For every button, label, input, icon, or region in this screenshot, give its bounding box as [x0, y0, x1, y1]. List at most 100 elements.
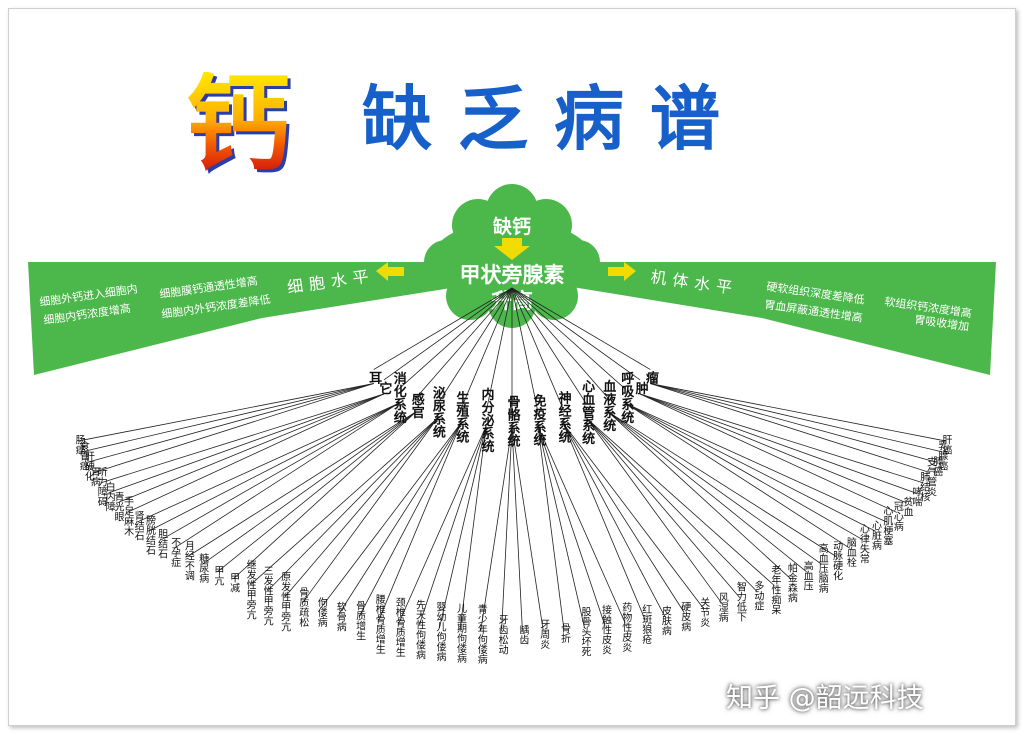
disease-label: 白内障	[103, 481, 115, 513]
disease-label: 贫血	[901, 496, 913, 517]
disease-label: 肾结石	[132, 511, 144, 541]
connector-line	[650, 383, 931, 473]
title-calcium-char: 钙	[186, 63, 291, 185]
disease-label: 关节炎	[698, 596, 710, 627]
disease-label: 先天性佝偻病	[413, 600, 425, 661]
connector-line	[301, 418, 438, 604]
connector-line	[607, 411, 837, 557]
disease-label: 肺结核	[918, 472, 930, 503]
disease-label: 高血压脑病	[816, 542, 828, 594]
disease-label: 不孕症	[169, 537, 181, 568]
connector-line	[607, 411, 807, 573]
title-rest: 缺乏病谱	[362, 78, 746, 160]
disease-label: 肝癌	[940, 435, 952, 456]
connector-line	[160, 403, 399, 541]
connector-line	[562, 423, 685, 613]
disease-label: 红斑狼疮	[640, 603, 652, 645]
connector-line	[266, 418, 438, 593]
connector-line	[82, 383, 374, 453]
connector-line	[187, 411, 417, 557]
disease-label: 手足麻木	[122, 495, 134, 537]
disease-label: 膀胱结石	[143, 514, 155, 555]
disease-label: 肝硬化	[82, 451, 94, 481]
connector-line	[378, 423, 462, 621]
center-line1-text: 甲状旁腺素	[460, 263, 565, 287]
connector-line	[511, 427, 544, 631]
disease-label: 听力障碍	[95, 467, 107, 507]
disease-label: 帕金森病	[785, 562, 797, 604]
connector-line	[78, 383, 374, 442]
system-label: 肿	[633, 381, 649, 395]
system-label: 感官	[409, 392, 425, 420]
watermark: 知乎 @韶远科技	[726, 683, 924, 714]
connector-line	[501, 427, 513, 631]
connector-line	[511, 287, 627, 390]
system-label: 呼吸系统	[618, 371, 634, 425]
disease-label: 三发性甲旁亢	[261, 566, 273, 627]
connector-line	[398, 426, 487, 624]
disease-label: 高血压	[801, 560, 813, 592]
connector-line	[537, 426, 606, 626]
connector-line	[639, 393, 907, 504]
band-left	[28, 262, 470, 375]
connector-line	[625, 403, 851, 549]
disease-label: 食管癌	[77, 439, 89, 471]
connector-line	[511, 287, 609, 398]
connector-line	[383, 287, 513, 381]
disease-label: 肺癌	[931, 456, 943, 477]
disease-label: 佝偻病	[315, 597, 327, 628]
connector-line	[511, 287, 641, 381]
disease-label: 腰椎骨质增生	[373, 594, 385, 654]
disease-label: 心律失常	[857, 524, 869, 565]
connector-line	[173, 403, 399, 549]
disease-label: 股骨头坏死	[579, 607, 591, 657]
arrow-right-icon	[608, 262, 636, 281]
disease-label: 月经不调	[182, 540, 194, 581]
system-label: 耳	[366, 371, 382, 385]
connector-line	[415, 287, 513, 398]
connector-line	[511, 287, 587, 405]
disease-label: 糖尿病	[197, 552, 209, 584]
connector-line	[586, 418, 741, 599]
connector-line	[639, 393, 898, 513]
band-right	[560, 262, 996, 375]
disease-label: 脑血栓	[844, 536, 856, 568]
connector-line	[607, 411, 792, 580]
disease-label: 多动症	[752, 580, 764, 612]
connector-line	[562, 423, 666, 617]
system-label: 骨骼系统	[505, 395, 521, 448]
connector-line	[586, 418, 723, 604]
connector-line	[511, 287, 564, 410]
disease-label: 骨质增生	[354, 600, 366, 640]
connector-line	[320, 422, 462, 609]
disease-label: 青光眼	[112, 491, 124, 523]
system-label: 免疫系统	[530, 394, 546, 448]
connector-line	[100, 393, 385, 484]
disease-label: 皮肤病	[659, 604, 671, 636]
connector-line	[537, 426, 585, 628]
disease-label: 颈椎骨质增生	[393, 597, 405, 657]
connector-line	[485, 287, 513, 413]
disease-label: 心肌梗塞	[881, 506, 893, 546]
disease-label: 支气管炎	[925, 456, 937, 496]
connector-line	[625, 403, 876, 532]
connector-line	[148, 403, 399, 532]
disease-label: 青少年佝偻病	[475, 603, 487, 665]
connector-line	[650, 383, 946, 442]
connector-line	[625, 403, 864, 541]
disease-label: 骨折	[558, 623, 570, 644]
connector-line	[459, 426, 487, 630]
connector-line	[460, 287, 513, 410]
disease-label: 甲减	[228, 573, 240, 594]
system-label: 血液系统	[600, 379, 616, 433]
center-top-text: 缺钙	[493, 215, 531, 238]
disease-label: 软骨病	[334, 600, 346, 632]
connector-line	[93, 383, 374, 473]
system-label: 消化系统	[391, 371, 407, 425]
disease-label: 骨质疏松	[297, 587, 309, 628]
connector-line	[373, 287, 513, 370]
connector-line	[607, 411, 822, 565]
connector-line	[283, 418, 438, 599]
connector-line	[562, 423, 646, 621]
arrow-down-icon	[494, 238, 530, 260]
